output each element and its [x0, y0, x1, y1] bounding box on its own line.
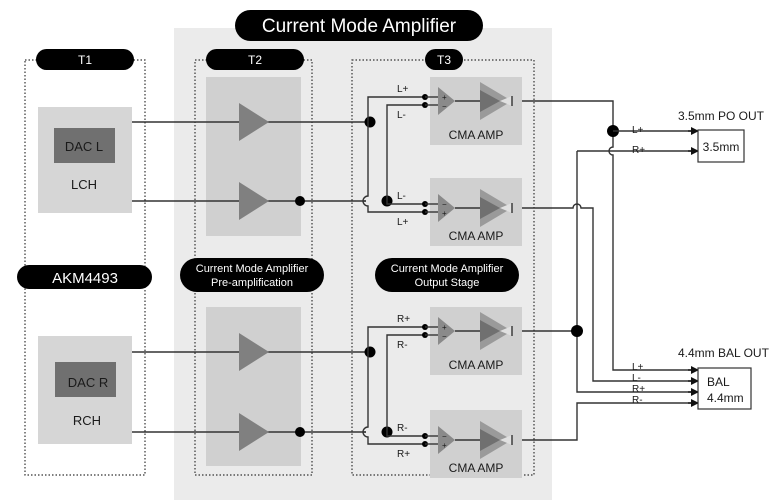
opamp-triangle-icon	[438, 194, 455, 222]
input-bottom-label: L+	[397, 217, 409, 228]
pin-top-sign: +	[442, 323, 447, 332]
output-stage-pill: Current Mode Amplifier Output Stage	[375, 258, 519, 292]
buffer-highlight-icon	[500, 203, 512, 213]
t1-label: T1	[78, 53, 92, 67]
buffer-highlight-icon	[500, 96, 512, 106]
input-bottom-label: R+	[397, 449, 410, 460]
opamp-triangle-icon	[438, 426, 455, 454]
chip-label: AKM4493	[52, 270, 118, 287]
cma-amp-block: −+ R- R+ CMA AMP	[397, 410, 522, 478]
t3-pill: T3	[425, 49, 463, 70]
po-out-box	[697, 129, 745, 163]
dot-r-split-1	[364, 346, 376, 358]
pin-bottom-sign: −	[442, 332, 447, 341]
t3-label: T3	[437, 53, 451, 67]
dac-left-channel-label: LCH	[71, 177, 97, 192]
pin-top-sign: +	[442, 93, 447, 102]
t2-pill: T2	[206, 49, 304, 70]
dot-r-preamp-out	[295, 427, 305, 437]
cma-amp-label: CMA AMP	[449, 461, 504, 475]
bal-signal-r-plus: R+	[632, 384, 645, 395]
cma-amp-label: CMA AMP	[449, 229, 504, 243]
opamp-triangle-icon	[438, 87, 455, 115]
dac-right-block: DAC R RCH	[38, 336, 132, 444]
dac-right-chip	[55, 362, 116, 397]
wire-l-inner-loop	[386, 104, 425, 205]
input-bottom-label: L-	[397, 110, 406, 121]
po-signal-r-plus: R+	[632, 145, 645, 156]
bal-signal-r-minus: R-	[632, 395, 643, 406]
buffer-inner-triangle-icon	[480, 197, 500, 219]
bal-out-box	[697, 367, 752, 410]
preamp-triangle-r1	[239, 333, 269, 371]
pin-bottom-sign: −	[442, 102, 447, 111]
dac-left-block: DAC L LCH	[38, 107, 132, 213]
dac-right-channel-label: RCH	[73, 413, 101, 428]
preamp-triangle-l1	[239, 103, 269, 141]
dot-l-preamp-out	[295, 196, 305, 206]
bal-out-title: 4.4mm BAL OUT	[678, 346, 770, 360]
cma-amp-block: +− R+ R- CMA AMP	[397, 307, 522, 375]
output-stage-label-line2: Output Stage	[415, 277, 480, 289]
title-text: Current Mode Amplifier	[262, 16, 457, 37]
wire-out-r-minus	[513, 402, 693, 441]
bal-out-box-line2: 4.4mm	[707, 391, 744, 405]
buffer-inner-triangle-icon	[480, 320, 500, 342]
title-pill: Current Mode Amplifier	[235, 10, 483, 41]
input-bottom-label: R-	[397, 340, 408, 351]
bal-signal-l-minus: L-	[632, 373, 641, 384]
cma-amp-background	[430, 307, 522, 375]
dot-l-split-1	[364, 116, 376, 128]
preamp-label-line1: Current Mode Amplifier	[196, 263, 309, 275]
t1-pill: T1	[36, 49, 134, 70]
wire-out-l-minus	[513, 203, 693, 382]
dot-r-plus	[571, 325, 583, 337]
buffer-highlight-icon	[500, 326, 512, 336]
dac-right-chip-label: DAC R	[68, 375, 108, 390]
po-out-title: 3.5mm PO OUT	[678, 109, 765, 123]
preamp-pill: Current Mode Amplifier Pre-amplification	[180, 258, 324, 292]
preamp-block-right	[206, 307, 301, 466]
dac-left-chip-label: DAC L	[65, 139, 103, 154]
buffer-highlight-icon	[500, 435, 512, 445]
cma-amp-background	[430, 77, 522, 145]
input-top-label: R+	[397, 314, 410, 325]
pin-bottom-sign: +	[442, 209, 447, 218]
pin-bottom-sign: +	[442, 441, 447, 450]
dac-left-chip	[54, 128, 115, 163]
buffer-inner-triangle-icon	[480, 90, 500, 112]
cma-amp-block: +− L+ L- CMA AMP	[397, 77, 522, 145]
po-signal-l-plus: L+	[632, 125, 644, 136]
pin-top-sign: −	[442, 432, 447, 441]
wire-out-r-plus-v	[576, 151, 693, 393]
cma-amp-label: CMA AMP	[449, 128, 504, 142]
buffer-inner-triangle-icon	[480, 429, 500, 451]
preamp-label-line2: Pre-amplification	[211, 277, 293, 289]
t2-label: T2	[248, 53, 262, 67]
chip-pill: AKM4493	[17, 265, 152, 289]
bal-signal-l-plus: L+	[632, 362, 644, 373]
pin-top-sign: −	[442, 200, 447, 209]
preamp-triangle-r2	[239, 413, 269, 451]
input-top-label: R-	[397, 423, 408, 434]
output-stage-label-line1: Current Mode Amplifier	[391, 263, 504, 275]
input-top-label: L-	[397, 191, 406, 202]
preamp-block-left	[206, 77, 301, 236]
cma-amp-block: −+ L- L+ CMA AMP	[397, 178, 522, 246]
cma-amp-label: CMA AMP	[449, 358, 504, 372]
wire-r-inner-loop	[386, 334, 425, 437]
preamp-triangle-l2	[239, 182, 269, 220]
bal-out-box-line1: BAL	[707, 375, 730, 389]
po-out-box-label: 3.5mm	[703, 140, 740, 154]
input-top-label: L+	[397, 84, 409, 95]
opamp-triangle-icon	[438, 317, 455, 345]
